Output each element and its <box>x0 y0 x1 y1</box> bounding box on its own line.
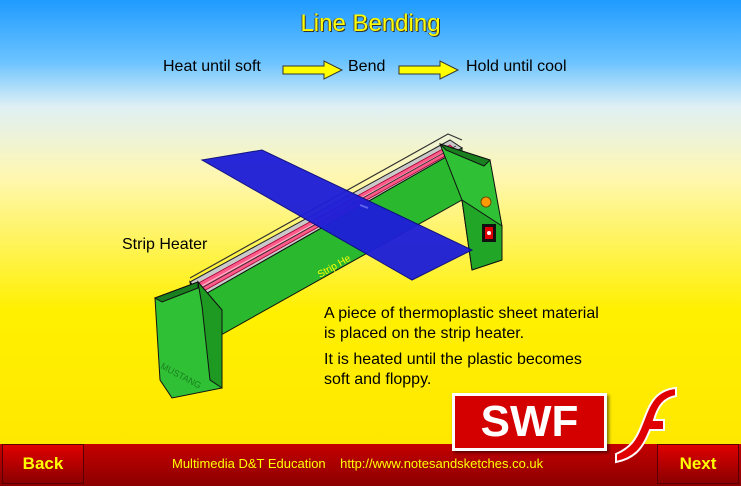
footer-credit: Multimedia D&T Education http://www.note… <box>172 456 544 471</box>
page-title: Line Bending <box>300 10 441 37</box>
step-bend: Bend <box>348 58 386 75</box>
plastic-sheet <box>200 149 474 281</box>
back-button[interactable]: Back <box>2 444 84 484</box>
slide-stage: Line Bending Heat until soft Bend Hold u… <box>0 0 741 444</box>
arrow-right-icon <box>282 60 344 80</box>
swf-badge: SWF <box>452 393 607 451</box>
arrow-right-icon <box>398 60 460 80</box>
description-line-3: It is heated until the plastic becomes <box>324 351 582 368</box>
description-line-4: soft and floppy. <box>324 371 432 388</box>
strip-heater-label: Strip Heater <box>122 236 208 253</box>
footer-bar: Back Multimedia D&T Education http://www… <box>0 444 741 486</box>
process-steps: Heat until soft Bend Hold until cool <box>0 58 741 82</box>
description-line-1: A piece of thermoplastic sheet material <box>324 305 599 322</box>
next-button[interactable]: Next <box>657 444 739 484</box>
step-heat: Heat until soft <box>163 58 261 75</box>
strip-heater-illustration: MUSTANG Strip He <box>153 133 503 399</box>
flash-logo-icon <box>615 386 677 464</box>
step-hold: Hold until cool <box>466 58 567 75</box>
indicator-light-icon <box>480 196 492 208</box>
description-line-2: is placed on the strip heater. <box>324 325 525 342</box>
